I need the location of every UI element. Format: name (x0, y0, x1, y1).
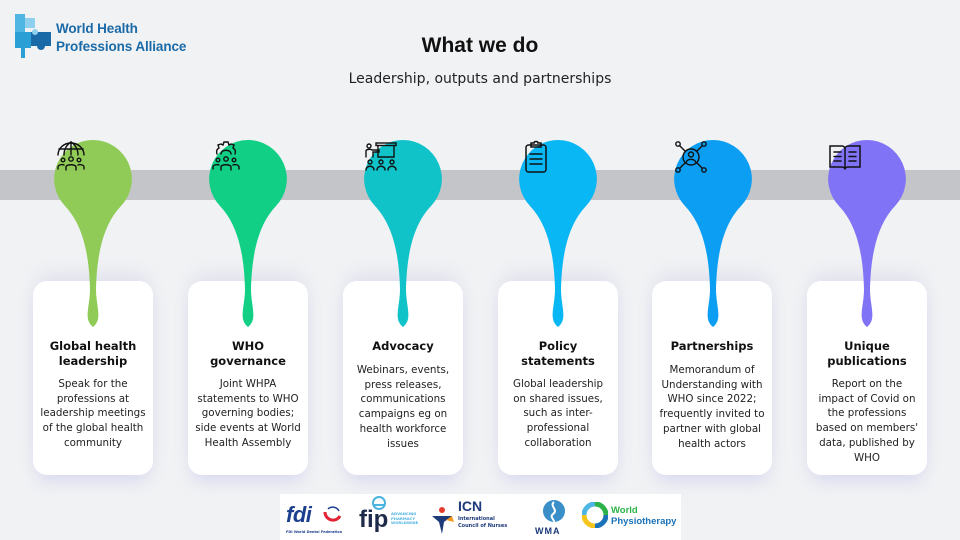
pin-unique-publications (827, 139, 907, 329)
pin-who-governance (208, 139, 288, 329)
open-book-icon (829, 145, 861, 170)
gear-people-icon (212, 141, 240, 171)
pin-advocacy (363, 139, 443, 329)
card-advocacy: Advocacy Webinars, events,press releases… (343, 281, 463, 475)
card-text: Webinars, events,press releases,communic… (356, 364, 450, 450)
fdi-wordmark: fdi (286, 502, 312, 527)
wma-globe-icon (543, 500, 565, 523)
fdi-smile-icon (323, 506, 342, 522)
clipboard-icon (525, 140, 547, 173)
pin-policy-statements (518, 139, 598, 329)
network-person-icon (675, 141, 707, 173)
logo-text: World Health Professions Alliance (56, 20, 186, 56)
icn-figure-icon (432, 507, 454, 534)
wma-wordmark: WMA (535, 526, 561, 536)
pin-global-health-leadership (53, 139, 133, 329)
partner-logos-strip: fdi FDI World Dental Federation fip ADVA… (280, 494, 681, 540)
whpa-logo[interactable]: World Health Professions Alliance (13, 12, 213, 60)
page-subtitle: Leadership, outputs and partnerships (348, 71, 612, 87)
world-physiotherapy-ring-icon (582, 502, 608, 528)
card-title: Advocacy (372, 339, 434, 353)
icn-wordmark: ICN (458, 498, 483, 514)
fip-wordmark: fip (359, 506, 389, 533)
timeline-band (0, 170, 960, 200)
fip-globe-icon (372, 496, 386, 510)
page-title: What we do (421, 34, 539, 57)
fdi-subtitle: FDI World Dental Federation (286, 530, 343, 534)
card-title: Partnerships (670, 339, 754, 353)
puzzle-logo-icon (15, 14, 51, 58)
logo-line-2: Professions Alliance (56, 39, 187, 54)
logo-line-1: World Health (56, 21, 138, 36)
presentation-audience-icon (365, 142, 397, 171)
globe-people-icon (57, 141, 85, 171)
fdi-logo[interactable]: fdi FDI World Dental Federation (286, 502, 342, 534)
pin-partnerships (673, 139, 753, 329)
